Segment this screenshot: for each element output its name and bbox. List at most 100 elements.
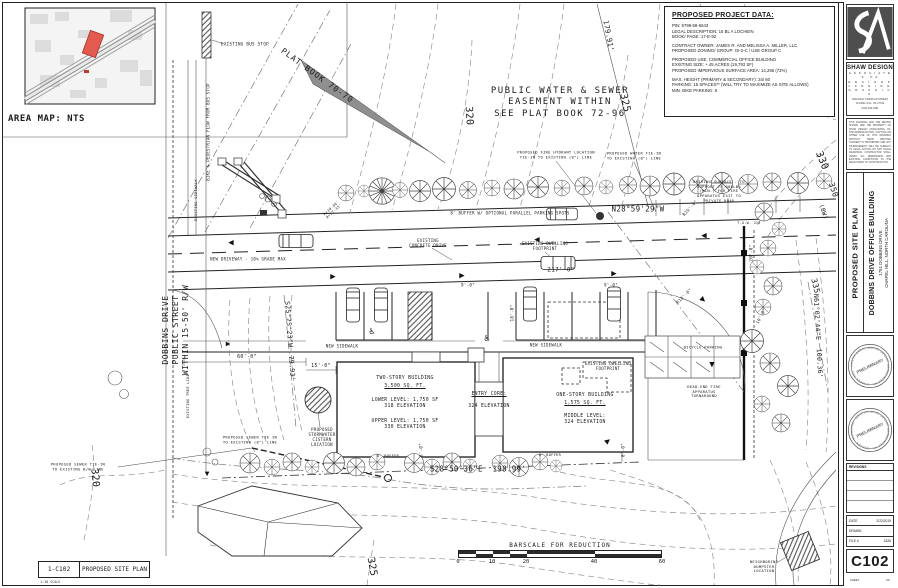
handicap-parking-icon: ♿ bbox=[368, 327, 376, 336]
sheet-label: SHEET bbox=[850, 577, 860, 582]
professional-seal-2: SHAW DESIGN ASSOCIATES PA · DESIGN · PLA… bbox=[846, 399, 894, 461]
file-label: FILE # bbox=[849, 539, 859, 544]
ped-flow-note: BIKE & PEDESTRIAN FLOW FROM BUS STOP bbox=[205, 83, 211, 181]
utility-pole-icon bbox=[217, 157, 287, 219]
data-line: PROPOSED USE: COMMERCIAL OFFICE BUILDING bbox=[672, 56, 777, 62]
tow-note: T.O.W. 325 bbox=[737, 220, 761, 225]
data-line: PIN: 9799-58-6643 bbox=[672, 23, 709, 28]
area-map-inset bbox=[23, 7, 157, 106]
buffer-parking-note: 8' BUFFER W/ OPTIONAL PARALLEL PARKING S… bbox=[450, 210, 570, 216]
sewer-tie-label: PROPOSED SEWER TIE IN TO EXISTING (8") L… bbox=[222, 434, 278, 444]
svg-text:PRELIMINARY: PRELIMINARY bbox=[856, 357, 885, 374]
proposed-buildings bbox=[336, 347, 634, 458]
data-line: PARKING: 15 SPACES** (WILL TRY TO MAXIMI… bbox=[672, 82, 809, 88]
data-line: PROPOSED IMPERVIOUS SURFACE AREA: 14,295… bbox=[672, 68, 787, 74]
traffic-arrow-left-icon: ◀ bbox=[701, 231, 707, 240]
hydrant-label: PROPOSED FIRE HYDRANT LOCATION TIE-IN TO… bbox=[517, 149, 595, 159]
turnaround-label: DEAD-END FIRE APPARATUS TURNAROUND bbox=[687, 383, 721, 399]
driveway-note: NEW DRIVEWAY - 10% GRADE MAX bbox=[210, 256, 286, 262]
firm-phone: (919) 942-0481 bbox=[861, 106, 879, 110]
data-line: MIN. BIKE PARKING: 8 bbox=[672, 87, 718, 93]
highlighted-parcel bbox=[81, 29, 105, 59]
sheet-title: PROPOSED SITE PLAN bbox=[850, 207, 860, 298]
parking-lot bbox=[171, 289, 657, 349]
revisions-block: REVISIONS bbox=[846, 463, 894, 513]
existing-dwelling-footprint bbox=[547, 301, 632, 393]
tree-icons-buffer-row bbox=[337, 171, 833, 205]
firm-name: SHAW DESIGN bbox=[847, 65, 893, 71]
copyright-disclaimer: THIS DRAWING AND THE DESIGN SHOWN ARE TH… bbox=[846, 118, 894, 170]
date-label: DATE bbox=[849, 518, 858, 523]
barscale-tick: 40 bbox=[590, 559, 598, 565]
car-icons bbox=[278, 207, 621, 323]
sheet-number: C102 bbox=[846, 549, 894, 573]
firm-city: CHAPEL HILL, NC 27514 bbox=[855, 102, 885, 105]
drawn-value: - bbox=[889, 528, 891, 533]
barscale-label: BARSCALE FOR REDUCTION bbox=[509, 542, 611, 549]
revision-row bbox=[847, 491, 893, 501]
data-line: LEGAL DESCRIPTION: 16 BL A LOCHEIN bbox=[672, 28, 754, 34]
traffic-arrow-right-icon: ▶ bbox=[611, 269, 617, 278]
firm-subname: A S S O C I A T E S , P A bbox=[848, 71, 892, 79]
one-story-building bbox=[502, 357, 634, 453]
title-block: SHAW DESIGN A S S O C I A T E S , P A D … bbox=[843, 2, 896, 586]
easement-note: PUBLIC WATER & SEWER EASEMENT WITHIN SEE… bbox=[490, 86, 630, 119]
buffer-8a: 8' BUFFER bbox=[376, 453, 400, 458]
sheet-titles: PROPOSED SITE PLAN DOBBINS DRIVE OFFICE … bbox=[846, 172, 894, 333]
dim-8a: 8'-0" bbox=[418, 442, 424, 458]
bearing-n28: N28°59'29"W bbox=[611, 204, 665, 214]
dim-20: 20'-0" bbox=[748, 244, 754, 262]
revision-row bbox=[847, 481, 893, 491]
dim-8b: 8'-0" bbox=[620, 442, 626, 458]
barscale-tick: 10 bbox=[488, 559, 496, 565]
buffer-8b: 8' BUFFER bbox=[538, 452, 562, 457]
bldg2-lower: LOWER LEVEL: 1,750 SF 318 ELEVATION bbox=[371, 398, 439, 409]
data-line: BOOK/ PAGE: 17-E-92 bbox=[672, 34, 717, 40]
street-name: DOBBINS DRIVE PUBLIC STREET WITHIN 15-50… bbox=[161, 284, 190, 376]
driving-surface-note: DRIVING SURFACE - TO SUPPORT 75,000LBS (… bbox=[693, 179, 745, 204]
dwelling-footprint-label-2: EXISTING DWELLING FOOTPRINT bbox=[584, 361, 632, 371]
sheet-of-row: SHEET OF bbox=[846, 575, 894, 584]
of-label: OF bbox=[886, 577, 890, 582]
traffic-arrow-left-icon: ◀ bbox=[228, 238, 234, 247]
entry-core-elev: 324 ELEVATION bbox=[468, 404, 510, 410]
date-value: 2/22/2019 bbox=[876, 518, 891, 523]
project-title-column: DOBBINS DRIVE OFFICE BUILDING 1751 DOBBI… bbox=[864, 173, 893, 332]
detail-scale: 1:10 SCALE bbox=[40, 580, 61, 584]
bldg1-area: 1,575 SQ. FT. bbox=[564, 401, 606, 407]
dim-9b: 9'-0" bbox=[603, 282, 619, 288]
drawn-label: DRAWN bbox=[849, 528, 862, 533]
drawing-reference-table: 1-C102 PROPOSED SITE PLAN bbox=[38, 561, 150, 578]
traffic-arrow-left-icon: ◀ bbox=[534, 235, 540, 244]
barscale-tick: 60 bbox=[658, 559, 666, 565]
fire-hydrant-icon bbox=[596, 212, 604, 220]
dim-217: 217'-0" bbox=[547, 266, 575, 274]
handicap-parking-icon: ♿ bbox=[483, 334, 491, 343]
detail-reference: 1-C102 bbox=[39, 562, 80, 577]
concrete-drive-label: EXISTING CONCRETE DRIVE bbox=[409, 238, 447, 248]
dim-18: 18'-0" bbox=[509, 304, 515, 322]
project-address: 1751 DOBBINS DRIVE bbox=[877, 229, 883, 276]
existing-sidewalk-label: EXISTING SIDEWALK bbox=[193, 179, 198, 221]
dwelling-footprint-label-1: EXISTING DWELLING FOOTPRINT bbox=[521, 241, 569, 251]
dim-15: 15'-0" bbox=[311, 362, 331, 369]
bldg1-title: ONE-STORY BUILDING bbox=[556, 393, 614, 399]
bldg2-area: 3,500 SQ. FT. bbox=[384, 384, 426, 390]
bus-stop-icon bbox=[201, 11, 212, 59]
project-data-title: PROPOSED PROJECT DATA: bbox=[672, 12, 774, 19]
bldg2-upper: UPPER LEVEL: 1,750 SF 330 ELEVATION bbox=[371, 419, 439, 430]
traffic-arrow-right-icon: ▶ bbox=[459, 271, 465, 280]
entry-core bbox=[474, 381, 504, 437]
bike-parking-label: BICYCLE PARKING bbox=[683, 344, 723, 350]
plat-book-wedge bbox=[300, 59, 431, 153]
sheet-title-column: PROPOSED SITE PLAN bbox=[847, 173, 864, 332]
firm-info: SHAW DESIGN A S S O C I A T E S , P A D … bbox=[846, 62, 894, 116]
data-line: CONTRACT OWNER: JAMES R. AND MELISSA A. … bbox=[672, 42, 799, 48]
data-line: MAX. HEIGHT (PRIMARY & SECONDARY): 34/ 6… bbox=[672, 76, 771, 82]
